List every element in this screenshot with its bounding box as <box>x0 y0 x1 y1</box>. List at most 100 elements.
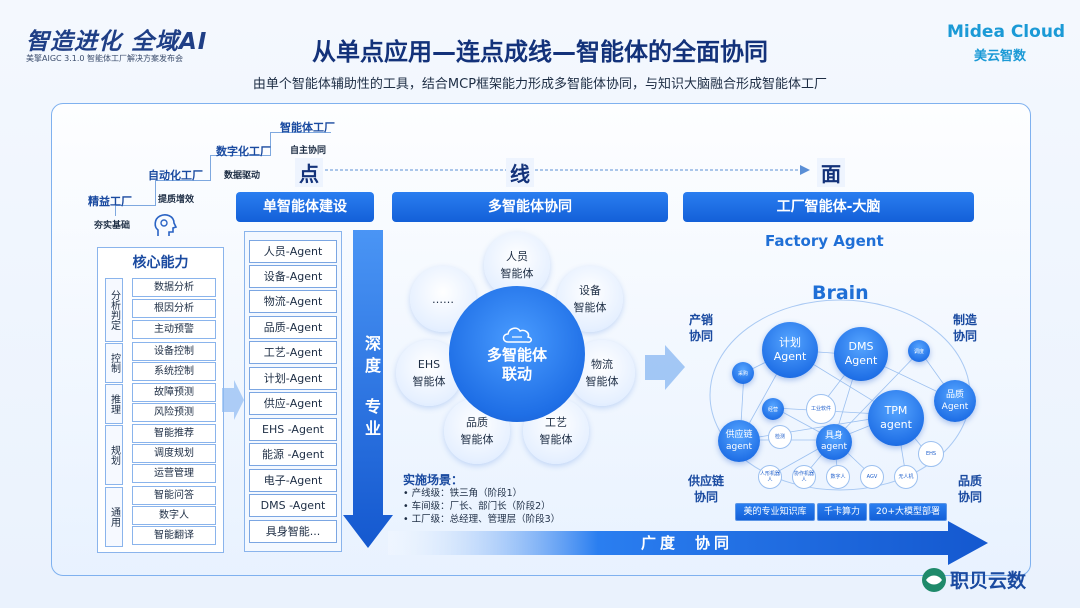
chip-knowledge-base: 美的专业知识库 <box>735 503 815 521</box>
brain-small-node: 采购 <box>732 362 754 384</box>
stair-note: 提质增效 <box>158 195 195 205</box>
logo-text-cn: 美云智数 <box>974 49 1027 64</box>
brain-small-node: 调度 <box>908 340 930 362</box>
stair-label: 智能体工厂 <box>280 121 335 134</box>
label-quality: 品质协同 <box>958 474 983 504</box>
agent-item: 能源 -Agent <box>249 443 337 466</box>
capability-item: 设备控制 <box>132 342 216 361</box>
stair-note: 数据驱动 <box>224 171 261 181</box>
capability-category: 分析判定 <box>105 278 123 342</box>
page-subtitle: 由单个智能体辅助性的工具，结合MCP框架能力形成多智能体协同，与知识大脑融合形成… <box>252 77 828 92</box>
capability-item: 智能推荐 <box>132 424 216 443</box>
brain-small-node: EHS <box>918 441 944 467</box>
stage-arrow <box>320 165 810 175</box>
agent-item: 物流-Agent <box>249 290 337 313</box>
brain-label: Brain <box>812 282 869 304</box>
depth-arrow <box>343 230 393 548</box>
ai-head-icon <box>154 214 178 236</box>
brain-small-node: 检测 <box>768 425 792 449</box>
stair-line <box>155 180 211 206</box>
watermark-text: 职贝云数 <box>950 570 1027 592</box>
label-supply-chain: 供应链协同 <box>688 474 725 504</box>
stage-line-label: 线 <box>506 158 534 187</box>
brain-small-node: 人形机器人 <box>758 465 782 489</box>
label-prod-sales: 产销协同 <box>689 313 714 343</box>
scene-item: • 工厂级：总经理、管理层（阶段3） <box>403 514 561 525</box>
agent-item: 人员-Agent <box>249 240 337 263</box>
single-agent-list: 人员-Agent 设备-Agent 物流-Agent 品质-Agent 工艺-A… <box>244 231 342 552</box>
core-to-agents-arrow <box>222 380 244 420</box>
agent-item: 电子-Agent <box>249 469 337 492</box>
capability-item: 智能翻译 <box>132 526 216 545</box>
stage-face-label: 面 <box>817 158 845 187</box>
core-capabilities-box: 核心能力 分析判定 数据分析 根因分析 主动预警 控制 设备控制 系统控制 推理… <box>97 247 224 553</box>
stair-line <box>210 155 271 181</box>
capability-item: 主动预警 <box>132 320 216 339</box>
capability-category: 推理 <box>105 384 123 424</box>
stair-label: 自动化工厂 <box>148 169 203 182</box>
factory-agent-label: Factory Agent <box>765 232 884 250</box>
watermark-logo-icon <box>922 568 946 592</box>
core-title: 核心能力 <box>132 255 189 271</box>
header-multi-agent: 多智能体协同 <box>392 192 668 222</box>
cloud-brain-icon <box>502 327 532 343</box>
capability-item: 运营管理 <box>132 464 216 483</box>
brand-subtitle: 美擎AIGC 3.1.0 智能体工厂解决方案发布会 <box>26 54 184 63</box>
brain-small-node: 数字人 <box>826 465 850 489</box>
stair-note: 自主协同 <box>290 146 327 156</box>
scene-item: • 车间级：厂长、部门长（阶段2） <box>403 501 551 512</box>
capability-item: 风险预测 <box>132 403 216 422</box>
collab-label: 协同 <box>695 534 734 552</box>
multi-agent-center: 多智能体 联动 <box>449 286 585 422</box>
brain-small-node: 协作机器人 <box>792 465 816 489</box>
capability-item: 系统控制 <box>132 362 216 381</box>
scenes-title: 实施场景： <box>403 473 464 487</box>
brand-title: 智造进化 全域AI <box>26 29 208 55</box>
chip-models: 20+大模型部署 <box>869 503 947 521</box>
center-line-2: 联动 <box>501 365 532 383</box>
capability-category: 规划 <box>105 425 123 485</box>
agent-item: 具身智能... <box>249 520 337 543</box>
capability-category: 通用 <box>105 487 123 547</box>
stair-line <box>270 132 331 156</box>
agent-item: 设备-Agent <box>249 265 337 288</box>
brain-small-node: 无人机 <box>894 465 918 489</box>
capability-item: 数字人 <box>132 506 216 525</box>
header-factory-brain: 工厂智能体-大脑 <box>683 192 974 222</box>
stair-note: 夯实基础 <box>94 221 131 231</box>
stair-line <box>115 205 156 216</box>
agent-item: 计划-Agent <box>249 367 337 390</box>
scene-item: • 产线级：铁三角（阶段1） <box>403 488 523 499</box>
stair-label: 精益工厂 <box>88 195 132 208</box>
page-title: 从单点应用—连点成线—智能体的全面协同 <box>312 38 768 66</box>
brain-small-node: 工业软件 <box>806 394 836 424</box>
agent-item: 工艺-Agent <box>249 341 337 364</box>
agent-item: DMS -Agent <box>249 494 337 517</box>
agent-item: 供应-Agent <box>249 392 337 415</box>
brain-small-node: 经营 <box>762 398 784 420</box>
brain-small-node: AGV <box>860 465 884 489</box>
capability-category: 控制 <box>105 343 123 383</box>
capability-item: 调度规划 <box>132 444 216 463</box>
chip-compute: 千卡算力 <box>817 503 867 521</box>
stage-point-label: 点 <box>295 158 323 187</box>
agent-item: EHS -Agent <box>249 418 337 441</box>
center-line-1: 多智能体 <box>486 346 547 364</box>
label-manufacturing: 制造协同 <box>953 313 978 343</box>
capability-item: 数据分析 <box>132 278 216 297</box>
logo-text-en: Midea Cloud <box>947 22 1066 42</box>
header-single-agent: 单智能体建设 <box>236 192 374 222</box>
capability-item: 智能问答 <box>132 486 216 505</box>
breadth-label: 广度 <box>641 534 680 552</box>
breadth-arrow <box>388 521 988 565</box>
capability-item: 故障预测 <box>132 383 216 402</box>
stair-label: 数字化工厂 <box>216 145 271 158</box>
multi-to-factory-arrow <box>645 345 685 390</box>
